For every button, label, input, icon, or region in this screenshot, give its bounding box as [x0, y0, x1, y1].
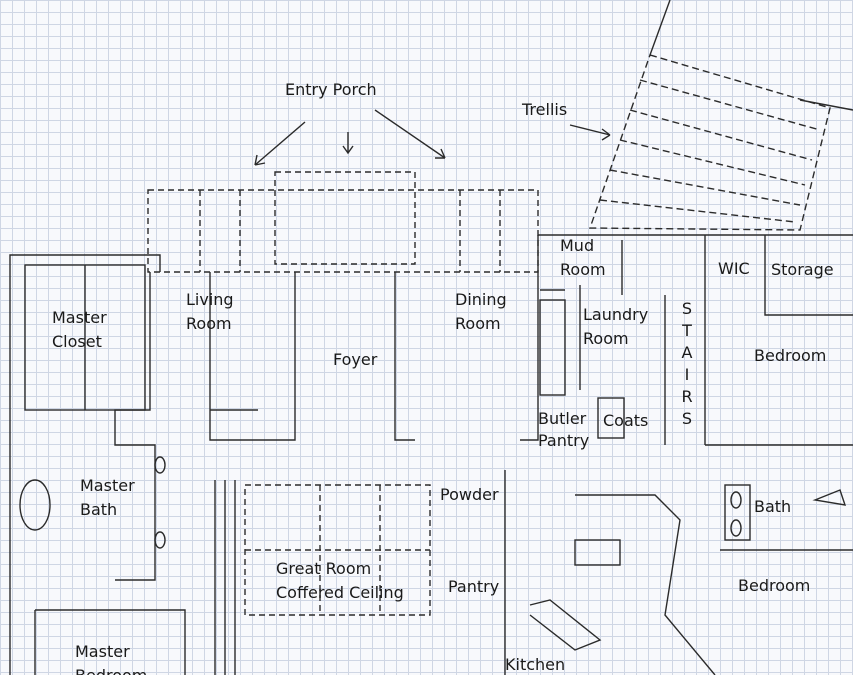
label-line: Master [52, 308, 107, 327]
trellis-drawing [589, 54, 831, 231]
label-wic: WIC [718, 259, 750, 278]
label-entry-porch: Entry Porch [285, 80, 377, 99]
label-line: Dining [455, 290, 507, 309]
walls [9, 234, 853, 675]
label-line: Great Room [276, 559, 372, 578]
label-line: Bedroom [75, 666, 147, 675]
label-line: Room [455, 314, 501, 333]
label-bedroom-upper: Bedroom [754, 346, 827, 365]
label-line: Laundry [583, 305, 649, 324]
label-line: Room [560, 260, 606, 279]
label-master-bedroom: MasterBedroom [75, 640, 147, 675]
label-foyer: Foyer [333, 350, 378, 369]
label-pantry: Pantry [448, 577, 500, 596]
label-line: Mud [560, 236, 595, 255]
label-kitchen: Kitchen [505, 655, 566, 674]
label-powder: Powder [440, 485, 499, 504]
label-line: Master [75, 642, 130, 661]
label-line: Closet [52, 332, 102, 351]
label-bath: Bath [754, 497, 792, 516]
label-trellis: Trellis [522, 100, 568, 119]
label-line: Bath [80, 500, 118, 519]
label-line: Coffered Ceiling [276, 583, 404, 602]
label-line: Master [80, 476, 135, 495]
label-line: Living [186, 290, 234, 309]
label-line: Butler [538, 409, 587, 428]
label-bedroom-lower: Bedroom [738, 576, 811, 595]
label-line: Room [186, 314, 232, 333]
label-storage: Storage [771, 260, 834, 279]
label-stairs: STAIRS [681, 299, 693, 428]
label-line: Room [583, 329, 629, 348]
label-line: Pantry [538, 431, 590, 450]
label-coats: Coats [603, 411, 649, 430]
